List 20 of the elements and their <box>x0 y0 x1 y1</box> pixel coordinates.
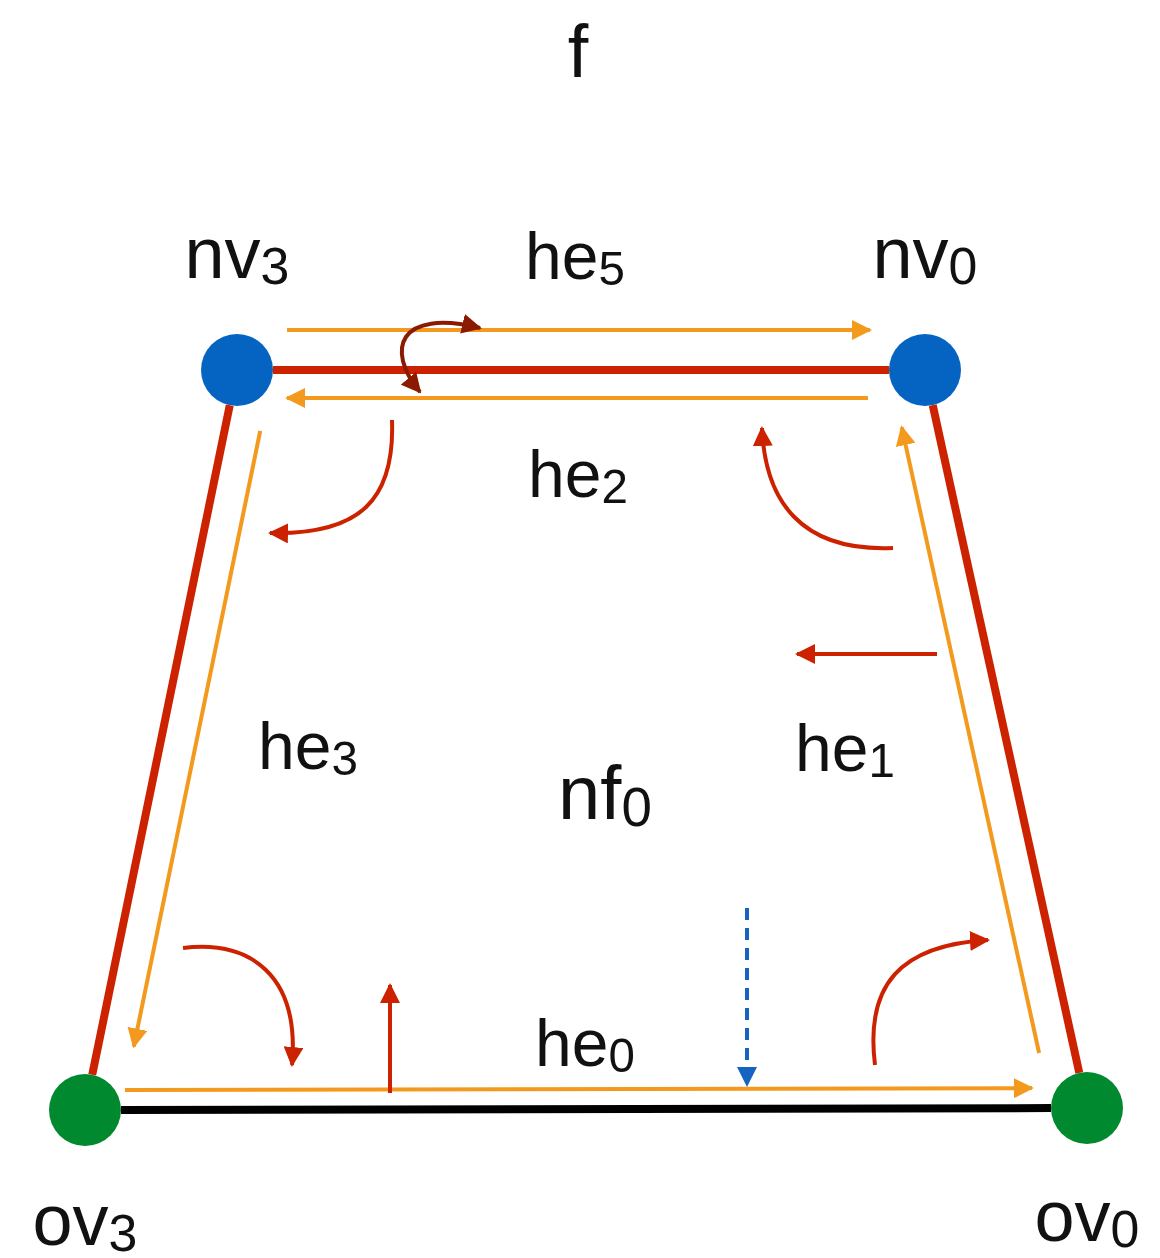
face-edge-line <box>273 366 889 374</box>
half-edge-label: he$_{0}$ <box>535 1010 635 1080</box>
half-edge-arrow <box>895 425 1042 1054</box>
half-edge-arrow <box>127 430 263 1049</box>
vertex-label: nv$_{3}$ <box>184 216 290 294</box>
half-edge-label: he$_{3}$ <box>258 713 358 783</box>
vertex-label: nv$_{0}$ <box>872 216 978 294</box>
face-edge-line <box>121 1104 1051 1114</box>
half-edge-arrow <box>124 1078 1034 1099</box>
half-edge-arrow <box>287 320 872 340</box>
half-edge-arrow <box>285 388 868 408</box>
vertex-label: ov$_{0}$ <box>1034 1179 1140 1257</box>
vertex-label: ov$_{3}$ <box>32 1183 138 1258</box>
face-edge-line <box>928 404 1084 1074</box>
half-edge-label: he$_{1}$ <box>795 715 895 785</box>
face-label: nf$_{0}$ <box>558 755 652 835</box>
title: f <box>567 15 589 89</box>
half-edge-label: he$_{2}$ <box>528 441 628 511</box>
half-edge-label: he$_{5}$ <box>525 223 625 293</box>
face-edge-line <box>88 404 234 1076</box>
